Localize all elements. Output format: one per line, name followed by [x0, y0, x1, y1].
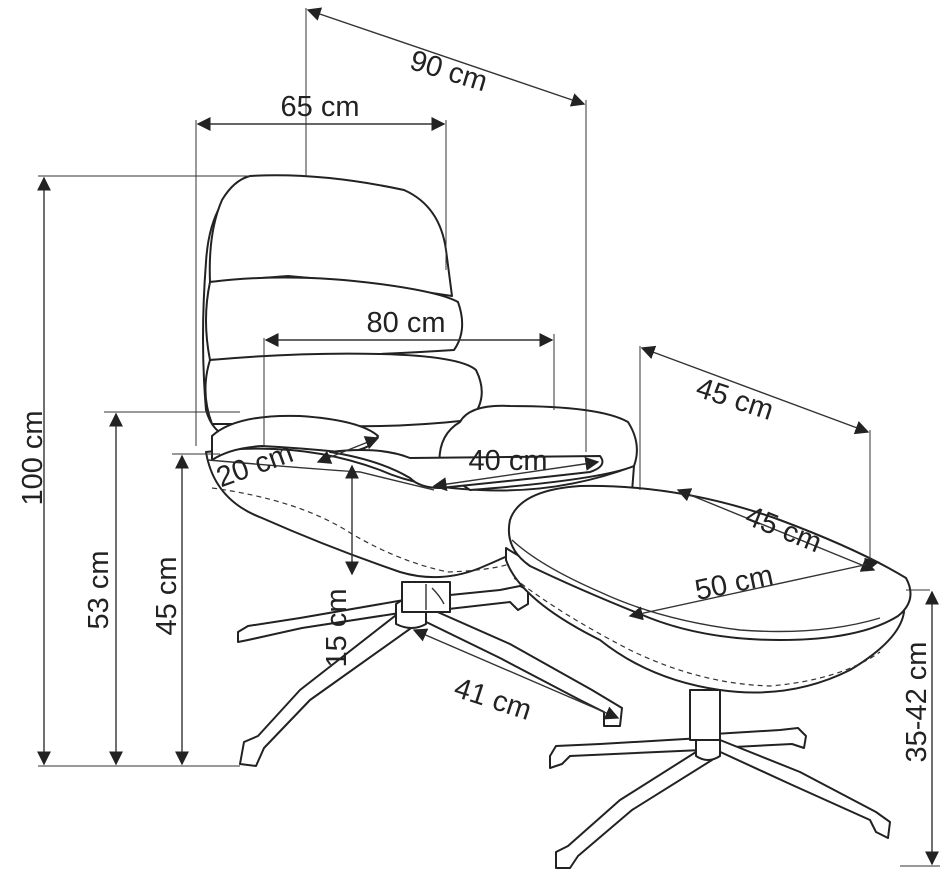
dim-line-ottoman-width	[628, 557, 880, 621]
chair-back-cushion-lower	[204, 352, 483, 428]
dim-line-base-radius	[412, 628, 620, 720]
chair-base-leg-front-left	[239, 611, 415, 767]
label-seat-height: 45 cm	[151, 557, 183, 636]
label-cushion-thickness: 15 cm	[321, 589, 353, 668]
dim-line-armrest-depth	[316, 436, 380, 464]
label-armrest-width: 80 cm	[367, 307, 446, 339]
chair-base-leg-back-left	[237, 599, 407, 643]
ottoman-leg-front-right	[715, 739, 891, 839]
ext-lines	[38, 8, 940, 867]
ottoman-post	[689, 689, 721, 741]
dim-line-ottoman-depth	[676, 488, 876, 572]
label-chair-height: 100 cm	[17, 410, 49, 505]
label-base-radius: 41 cm	[450, 672, 535, 727]
label-chair-depth: 90 cm	[406, 45, 491, 99]
dim-line-seat-width	[432, 456, 600, 492]
dim-line-ottoman-depth-outer	[640, 345, 870, 435]
ottoman-shell-stitch	[513, 577, 881, 687]
label-ottoman-depth-outer: 45 cm	[692, 372, 777, 427]
ottoman-leg-front-left	[555, 751, 713, 869]
dimension-labels: 90 cm 65 cm 80 cm 20 cm 40 cm 100 cm 53 …	[17, 45, 933, 763]
label-armrest-height: 53 cm	[83, 551, 115, 630]
ottoman-leg-back-left	[549, 737, 703, 769]
label-chair-width: 65 cm	[281, 91, 360, 123]
dimension-lines	[37, 7, 940, 867]
label-ottoman-height: 35-42 cm	[901, 642, 933, 763]
dim-line-chair-depth	[306, 7, 586, 107]
chair-seat-stitch	[211, 487, 521, 573]
label-seat-width: 40 cm	[469, 445, 548, 477]
chair-swivel-detail	[425, 584, 445, 610]
